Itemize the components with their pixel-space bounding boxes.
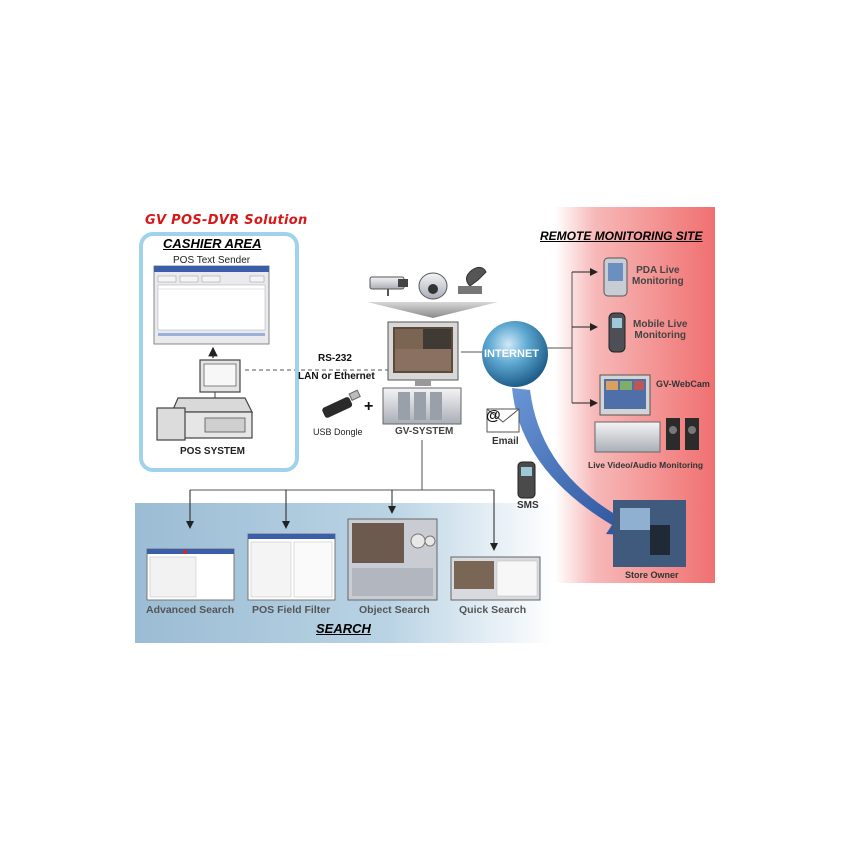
search-item-object: Object Search — [359, 604, 430, 616]
quick-search-thumb — [450, 556, 541, 601]
rs232-label: RS-232 — [318, 353, 352, 364]
pos-text-sender-label: POS Text Sender — [173, 255, 251, 266]
pos-field-filter-thumb — [247, 533, 336, 601]
cashier-area-box — [139, 232, 299, 472]
pos-text-sender-window — [153, 265, 270, 345]
store-owner-photo — [613, 500, 686, 567]
camera-funnel — [367, 302, 498, 318]
mobile-label: Mobile Live Monitoring — [633, 319, 688, 341]
search-item-advanced: Advanced Search — [146, 604, 235, 616]
store-owner-label: Store Owner — [625, 570, 679, 580]
sms-label: SMS — [517, 500, 539, 511]
sms-phone-icon — [517, 461, 536, 499]
plus-sign: + — [364, 398, 374, 415]
gv-system-label: GV-SYSTEM — [395, 426, 454, 437]
email-icon — [486, 408, 520, 433]
internet-label: INTERNET — [484, 348, 539, 360]
gv-system-monitor — [382, 321, 462, 425]
pos-terminal — [156, 359, 253, 441]
camera-icons — [369, 266, 487, 300]
pda-icon — [603, 257, 628, 297]
mobile-phone-icon — [608, 312, 626, 353]
live-av-label: Live Video/Audio Monitoring — [588, 460, 704, 470]
search-title: SEARCH — [316, 621, 371, 636]
remote-site-title: REMOTE MONITORING SITE — [540, 229, 703, 243]
lan-label: LAN or Ethernet — [298, 371, 375, 382]
pda-label: PDA Live Monitoring — [632, 265, 684, 287]
object-search-thumb — [347, 518, 438, 601]
search-item-pos-field-filter: POS Field Filter — [252, 604, 331, 616]
webcam-station — [594, 374, 699, 453]
diagram-title: GV POS-DVR Solution — [145, 213, 308, 228]
webcam-label: GV-WebCam — [656, 379, 710, 389]
advanced-search-thumb — [146, 548, 235, 601]
pos-system-label: POS SYSTEM — [180, 446, 246, 457]
email-at-sign: @ — [486, 407, 501, 424]
email-label: Email — [492, 436, 519, 447]
usb-dongle-icon — [322, 389, 361, 418]
usb-dongle-label: USB Dongle — [313, 427, 363, 437]
search-item-quick: Quick Search — [459, 604, 527, 616]
internet-globe — [482, 321, 548, 387]
cashier-area-title: CASHIER AREA — [163, 236, 262, 251]
